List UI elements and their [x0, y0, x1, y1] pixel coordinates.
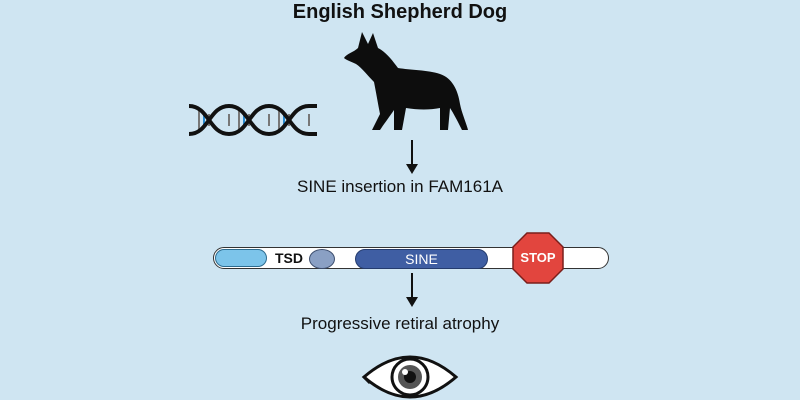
arrow-down-icon — [406, 140, 418, 174]
tsd-right-segment — [309, 249, 335, 269]
eye-icon — [361, 355, 459, 399]
tsd-label: TSD — [275, 250, 303, 266]
stop-sign-icon — [512, 232, 564, 284]
sine-segment — [355, 249, 488, 269]
dog-silhouette-icon — [344, 32, 468, 130]
outcome-label: Progressive retiral atrophy — [300, 314, 500, 333]
dna-helix-icon — [188, 103, 317, 137]
stop-label: STOP — [520, 250, 556, 265]
tsd-left-segment — [215, 249, 267, 267]
arrow-down-icon — [406, 273, 418, 307]
insertion-label: SINE insertion in FAM161A — [297, 177, 503, 196]
sine-label: SINE — [405, 251, 438, 267]
diagram-title: English Shepherd Dog — [292, 1, 508, 23]
